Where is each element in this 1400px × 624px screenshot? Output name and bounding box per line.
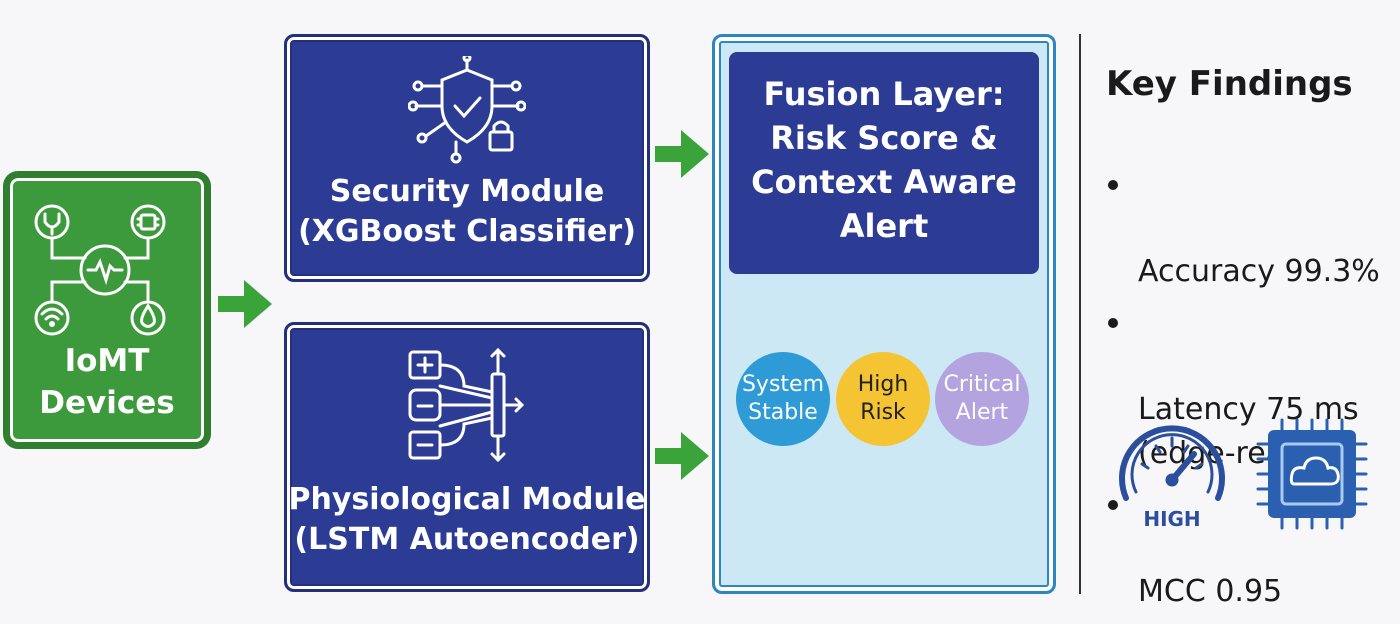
lstm-network-icon bbox=[408, 347, 525, 463]
fusion-layer-title: Fusion Layer: Risk Score & Context Aware… bbox=[751, 75, 1017, 245]
shield-lock-network-icon bbox=[408, 56, 526, 164]
bullet-icon bbox=[1108, 180, 1118, 190]
bullet-icon bbox=[1108, 500, 1118, 510]
arrow-physiological-to-fusion bbox=[655, 432, 709, 480]
heart-monitor-icon bbox=[79, 244, 131, 296]
key-findings-list: Accuracy 99.3% Latency 75 ms (edge-ready… bbox=[1106, 162, 1396, 620]
finding-item: Accuracy 99.3% bbox=[1106, 162, 1396, 294]
wifi-icon bbox=[34, 300, 70, 336]
gauge-label: HIGH bbox=[1143, 507, 1200, 531]
fusion-layer-header bbox=[729, 52, 1039, 274]
physiological-module-box bbox=[284, 322, 650, 592]
arrow-iomt-to-modules bbox=[218, 280, 272, 328]
key-findings-title: Key Findings bbox=[1106, 64, 1353, 104]
iomt-devices-box bbox=[8, 176, 206, 444]
iomt-devices-label: IoMT Devices bbox=[39, 343, 175, 421]
stethoscope-icon bbox=[34, 204, 70, 240]
section-divider bbox=[1079, 34, 1081, 594]
iomt-icon-cluster bbox=[34, 204, 166, 336]
arrow-security-to-fusion bbox=[655, 130, 709, 178]
status-system-stable: System Stable bbox=[736, 352, 830, 446]
status-critical-alert: Critical Alert bbox=[935, 352, 1029, 446]
drop-icon bbox=[130, 300, 166, 336]
finding-accuracy: Accuracy 99.3% bbox=[1138, 254, 1380, 289]
security-module-label: Security Module (XGBoost Classifier) bbox=[298, 174, 636, 249]
chip-icon bbox=[130, 204, 166, 240]
security-module-box bbox=[284, 34, 650, 282]
status-high-risk: High Risk bbox=[836, 352, 930, 446]
finding-item: MCC 0.95 bbox=[1106, 482, 1396, 614]
cloud-chip-icon bbox=[1256, 418, 1368, 530]
finding-mcc: MCC 0.95 bbox=[1138, 574, 1283, 609]
bullet-icon bbox=[1108, 318, 1118, 328]
physiological-module-label: Physiological Module (LSTM Autoencoder) bbox=[288, 482, 646, 557]
speedometer-gauge-icon: HIGH bbox=[1119, 425, 1225, 531]
